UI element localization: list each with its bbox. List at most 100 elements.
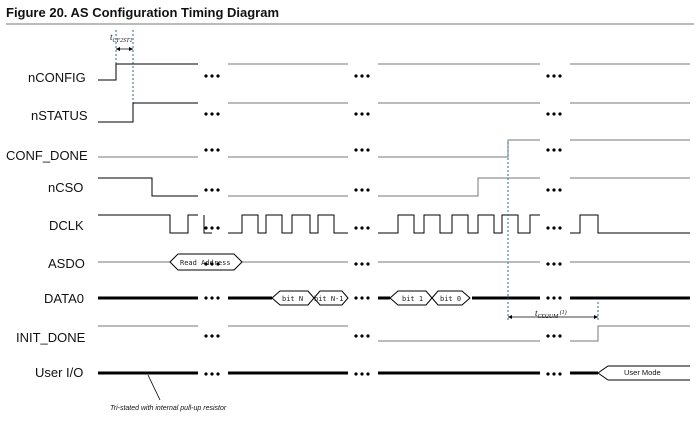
ellipsis-dot — [546, 226, 550, 230]
wave-dclk — [98, 214, 690, 234]
ellipsis-dot — [558, 112, 562, 116]
figure-title: Figure 20. AS Configuration Timing Diagr… — [6, 5, 279, 20]
ellipsis-dot — [354, 112, 358, 116]
ellipsis-dot — [558, 296, 562, 300]
ellipsis-dot — [210, 296, 214, 300]
tcf2st1-marker: tCF2ST1 — [110, 30, 134, 122]
ellipsis-dot — [552, 188, 556, 192]
label-ncso: nCSO — [48, 180, 83, 195]
ellipsis-dot — [546, 188, 550, 192]
tcf2st1-t: t — [110, 32, 113, 42]
ellipsis-dot — [552, 372, 556, 376]
label-asdo: ASDO — [48, 256, 85, 271]
ellipsis-dot — [360, 74, 364, 78]
ellipsis-dot — [216, 334, 220, 338]
ellipsis-dot — [204, 188, 208, 192]
data0-bit-n: bit N — [282, 295, 303, 303]
ellipsis-dot — [366, 226, 370, 230]
tcf2st1-sub: CF2ST1 — [113, 38, 133, 44]
ellipsis-dot — [360, 188, 364, 192]
ellipsis-dot — [552, 296, 556, 300]
data0-bit-1: bit 1 — [402, 295, 423, 303]
ellipsis-dot — [552, 226, 556, 230]
tcd2um-marker: tCD2UM (1) — [507, 142, 599, 322]
wave-nconfig — [98, 63, 690, 81]
wave-conf-done — [98, 139, 690, 158]
ellipsis-dot — [216, 296, 220, 300]
ellipsis-dot — [558, 334, 562, 338]
ellipsis-dot — [210, 188, 214, 192]
ellipsis-dot — [360, 296, 364, 300]
ellipsis-dot — [558, 188, 562, 192]
ellipsis-dot — [366, 296, 370, 300]
ellipsis-dot — [360, 262, 364, 266]
ellipsis-dot — [552, 74, 556, 78]
ellipsis-dot — [366, 74, 370, 78]
ellipsis-dot — [204, 226, 208, 230]
ellipsis-dot — [204, 334, 208, 338]
label-dclk: DCLK — [49, 218, 84, 233]
ellipsis-dot — [552, 112, 556, 116]
time-break-dots — [204, 74, 562, 376]
ellipsis-dot — [204, 112, 208, 116]
ellipsis-dot — [210, 262, 214, 266]
ellipsis-dot — [216, 372, 220, 376]
ellipsis-dot — [546, 372, 550, 376]
ellipsis-dot — [366, 372, 370, 376]
ellipsis-dot — [558, 226, 562, 230]
ellipsis-dot — [354, 262, 358, 266]
user-mode-label: User Mode — [624, 368, 661, 377]
ellipsis-dot — [558, 372, 562, 376]
ellipsis-dot — [360, 148, 364, 152]
ellipsis-dot — [204, 74, 208, 78]
wave-init-done — [98, 325, 690, 342]
label-user-io: User I/O — [35, 365, 83, 380]
ellipsis-dot — [216, 148, 220, 152]
ellipsis-dot — [558, 74, 562, 78]
ellipsis-dot — [354, 74, 358, 78]
ellipsis-dot — [354, 296, 358, 300]
label-conf-done: CONF_DONE — [6, 148, 88, 163]
tristated-note: Tri-stated with internal pull-up resisto… — [110, 405, 227, 412]
ellipsis-dot — [552, 334, 556, 338]
ellipsis-dot — [204, 262, 208, 266]
ellipsis-dot — [546, 262, 550, 266]
ellipsis-dot — [354, 148, 358, 152]
ellipsis-dot — [546, 148, 550, 152]
ellipsis-dot — [360, 334, 364, 338]
ellipsis-dot — [354, 372, 358, 376]
svg-text:tCF2ST1: tCF2ST1 — [110, 32, 133, 44]
ellipsis-dot — [366, 148, 370, 152]
ellipsis-dot — [216, 262, 220, 266]
ellipsis-dot — [210, 112, 214, 116]
ellipsis-dot — [210, 74, 214, 78]
ellipsis-dot — [216, 188, 220, 192]
wave-nstatus — [98, 102, 690, 123]
ellipsis-dot — [204, 148, 208, 152]
ellipsis-dot — [210, 372, 214, 376]
ellipsis-dot — [360, 226, 364, 230]
label-init-done: INIT_DONE — [16, 330, 86, 345]
ellipsis-dot — [204, 372, 208, 376]
ellipsis-dot — [366, 188, 370, 192]
ellipsis-dot — [366, 262, 370, 266]
label-nstatus: nSTATUS — [31, 108, 88, 123]
ellipsis-dot — [354, 226, 358, 230]
data0-bit-n-minus-1: bit N-1 — [314, 295, 344, 303]
ellipsis-dot — [216, 112, 220, 116]
ellipsis-dot — [546, 334, 550, 338]
signal-labels: nCONFIG nSTATUS CONF_DONE nCSO DCLK ASDO… — [6, 70, 88, 380]
ellipsis-dot — [366, 334, 370, 338]
ellipsis-dot — [360, 112, 364, 116]
ellipsis-dot — [360, 372, 364, 376]
tcd2um-note: (1) — [558, 309, 567, 316]
ellipsis-dot — [210, 226, 214, 230]
tcd2um-sub: CD2UM — [538, 314, 560, 320]
ellipsis-dot — [558, 148, 562, 152]
ellipsis-dot — [216, 226, 220, 230]
svg-text:tCD2UM (1): tCD2UM (1) — [535, 308, 567, 320]
ellipsis-dot — [546, 74, 550, 78]
ellipsis-dot — [216, 74, 220, 78]
ellipsis-dot — [204, 296, 208, 300]
